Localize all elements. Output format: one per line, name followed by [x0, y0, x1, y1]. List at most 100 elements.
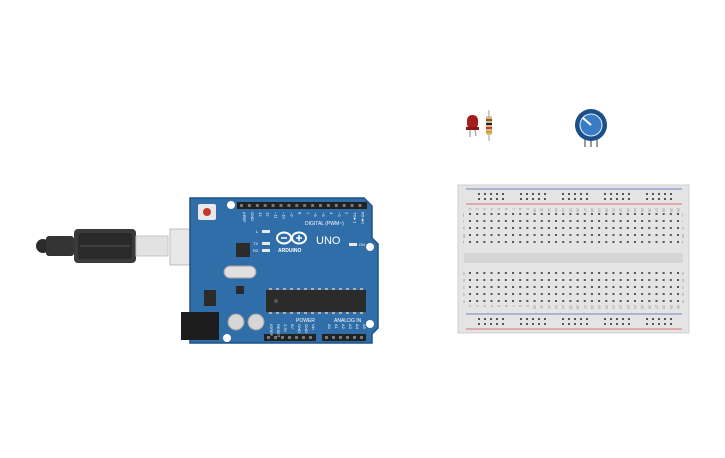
breadboard-hole — [533, 272, 536, 274]
header-pin — [240, 204, 243, 207]
resistor[interactable] — [486, 110, 492, 141]
pin-label: ~10 — [282, 212, 287, 220]
breadboard-hole — [569, 286, 572, 288]
header-pin — [279, 204, 283, 207]
column-number: 29 — [669, 305, 673, 309]
chip-pin — [325, 288, 328, 290]
row-letter: f — [463, 240, 465, 245]
rail-hole — [670, 198, 672, 200]
breadboard-hole — [576, 300, 579, 302]
breadboard-hole — [669, 300, 672, 302]
rail-hole — [658, 193, 660, 195]
capacitor — [227, 313, 245, 331]
rail-hole — [496, 198, 498, 200]
header-pin — [274, 336, 277, 339]
breadboard-hole — [598, 234, 601, 236]
column-number: 5 — [497, 305, 501, 307]
column-number: 8 — [518, 208, 522, 210]
rail-hole — [484, 193, 486, 195]
breadboard-hole — [612, 286, 615, 288]
breadboard-hole — [569, 241, 572, 243]
breadboard-hole — [612, 234, 615, 236]
breadboard-hole — [619, 279, 622, 281]
rail-hole — [646, 318, 648, 320]
breadboard-hole — [540, 220, 543, 222]
breadboard-hole — [512, 300, 515, 302]
breadboard-hole — [483, 234, 486, 236]
chip-pin — [360, 288, 363, 290]
breadboard-hole — [605, 300, 608, 302]
breadboard-hole — [576, 234, 579, 236]
rail-hole — [478, 318, 480, 320]
rail-hole — [568, 318, 570, 320]
breadboard-hole — [555, 220, 558, 222]
breadboard-hole — [641, 227, 644, 229]
breadboard-hole — [562, 227, 565, 229]
breadboard-hole — [677, 300, 679, 302]
breadboard-hole — [590, 279, 593, 281]
breadboard-hole — [483, 227, 486, 229]
header-pin — [326, 204, 330, 207]
rail-hole — [622, 318, 624, 320]
pin-label: A3 — [348, 324, 353, 330]
breadboard-hole — [590, 272, 593, 274]
breadboard-hole — [547, 286, 550, 288]
breadboard-power-rails — [466, 188, 682, 330]
breadboard-hole — [555, 300, 558, 302]
breadboard-hole — [483, 293, 486, 295]
pin-label: A2 — [341, 324, 346, 330]
breadboard-holes[interactable] — [469, 193, 679, 325]
pin-label: 8 — [297, 212, 302, 215]
rail-hole — [544, 318, 546, 320]
breadboard-hole — [626, 241, 629, 243]
rail-hole — [646, 323, 648, 325]
pin-label: TX►1 — [353, 212, 358, 224]
column-number: 18 — [590, 305, 594, 309]
reset-button-cap[interactable] — [203, 208, 211, 216]
breadboard-hole — [540, 241, 543, 243]
column-number: 7 — [511, 208, 515, 210]
breadboard-hole — [677, 220, 679, 222]
row-letter: i — [682, 219, 683, 224]
voltage-regulator — [204, 290, 216, 306]
breadboard-hole — [469, 213, 471, 215]
row-letter: c — [682, 285, 684, 290]
breadboard-hole — [590, 234, 593, 236]
power-jack[interactable] — [181, 312, 219, 340]
breadboard-hole — [633, 234, 636, 236]
rail-hole — [610, 198, 612, 200]
column-number: 23 — [626, 305, 630, 309]
rail-hole — [670, 193, 672, 195]
row-letter: b — [682, 292, 685, 297]
rail-hole — [652, 318, 654, 320]
breadboard-hole — [497, 293, 500, 295]
row-letter: f — [682, 240, 684, 245]
breadboard-hole — [483, 272, 486, 274]
breadboard-hole — [504, 234, 507, 236]
breadboard-hole — [569, 300, 572, 302]
breadboard-hole — [669, 213, 672, 215]
breadboard-hole — [655, 241, 658, 243]
breadboard-hole — [512, 227, 515, 229]
breadboard-hole — [626, 300, 629, 302]
breadboard-hole — [662, 286, 665, 288]
resistor-band — [486, 131, 492, 133]
chip-pin — [297, 288, 300, 290]
column-number: 18 — [590, 208, 594, 212]
breadboard-hole — [469, 293, 471, 295]
breadboard-hole — [555, 241, 558, 243]
small-ic — [236, 286, 244, 294]
red-led[interactable] — [466, 115, 479, 137]
breadboard-hole — [519, 220, 522, 222]
breadboard-hole — [519, 293, 522, 295]
header-pin — [295, 336, 298, 339]
chip-pin — [311, 312, 314, 314]
breadboard-hole — [626, 279, 629, 281]
breadboard-hole — [497, 241, 500, 243]
potentiometer[interactable] — [575, 109, 607, 147]
digital-label: DIGITAL (PWM~) — [305, 221, 344, 227]
resistor-band — [486, 119, 492, 121]
